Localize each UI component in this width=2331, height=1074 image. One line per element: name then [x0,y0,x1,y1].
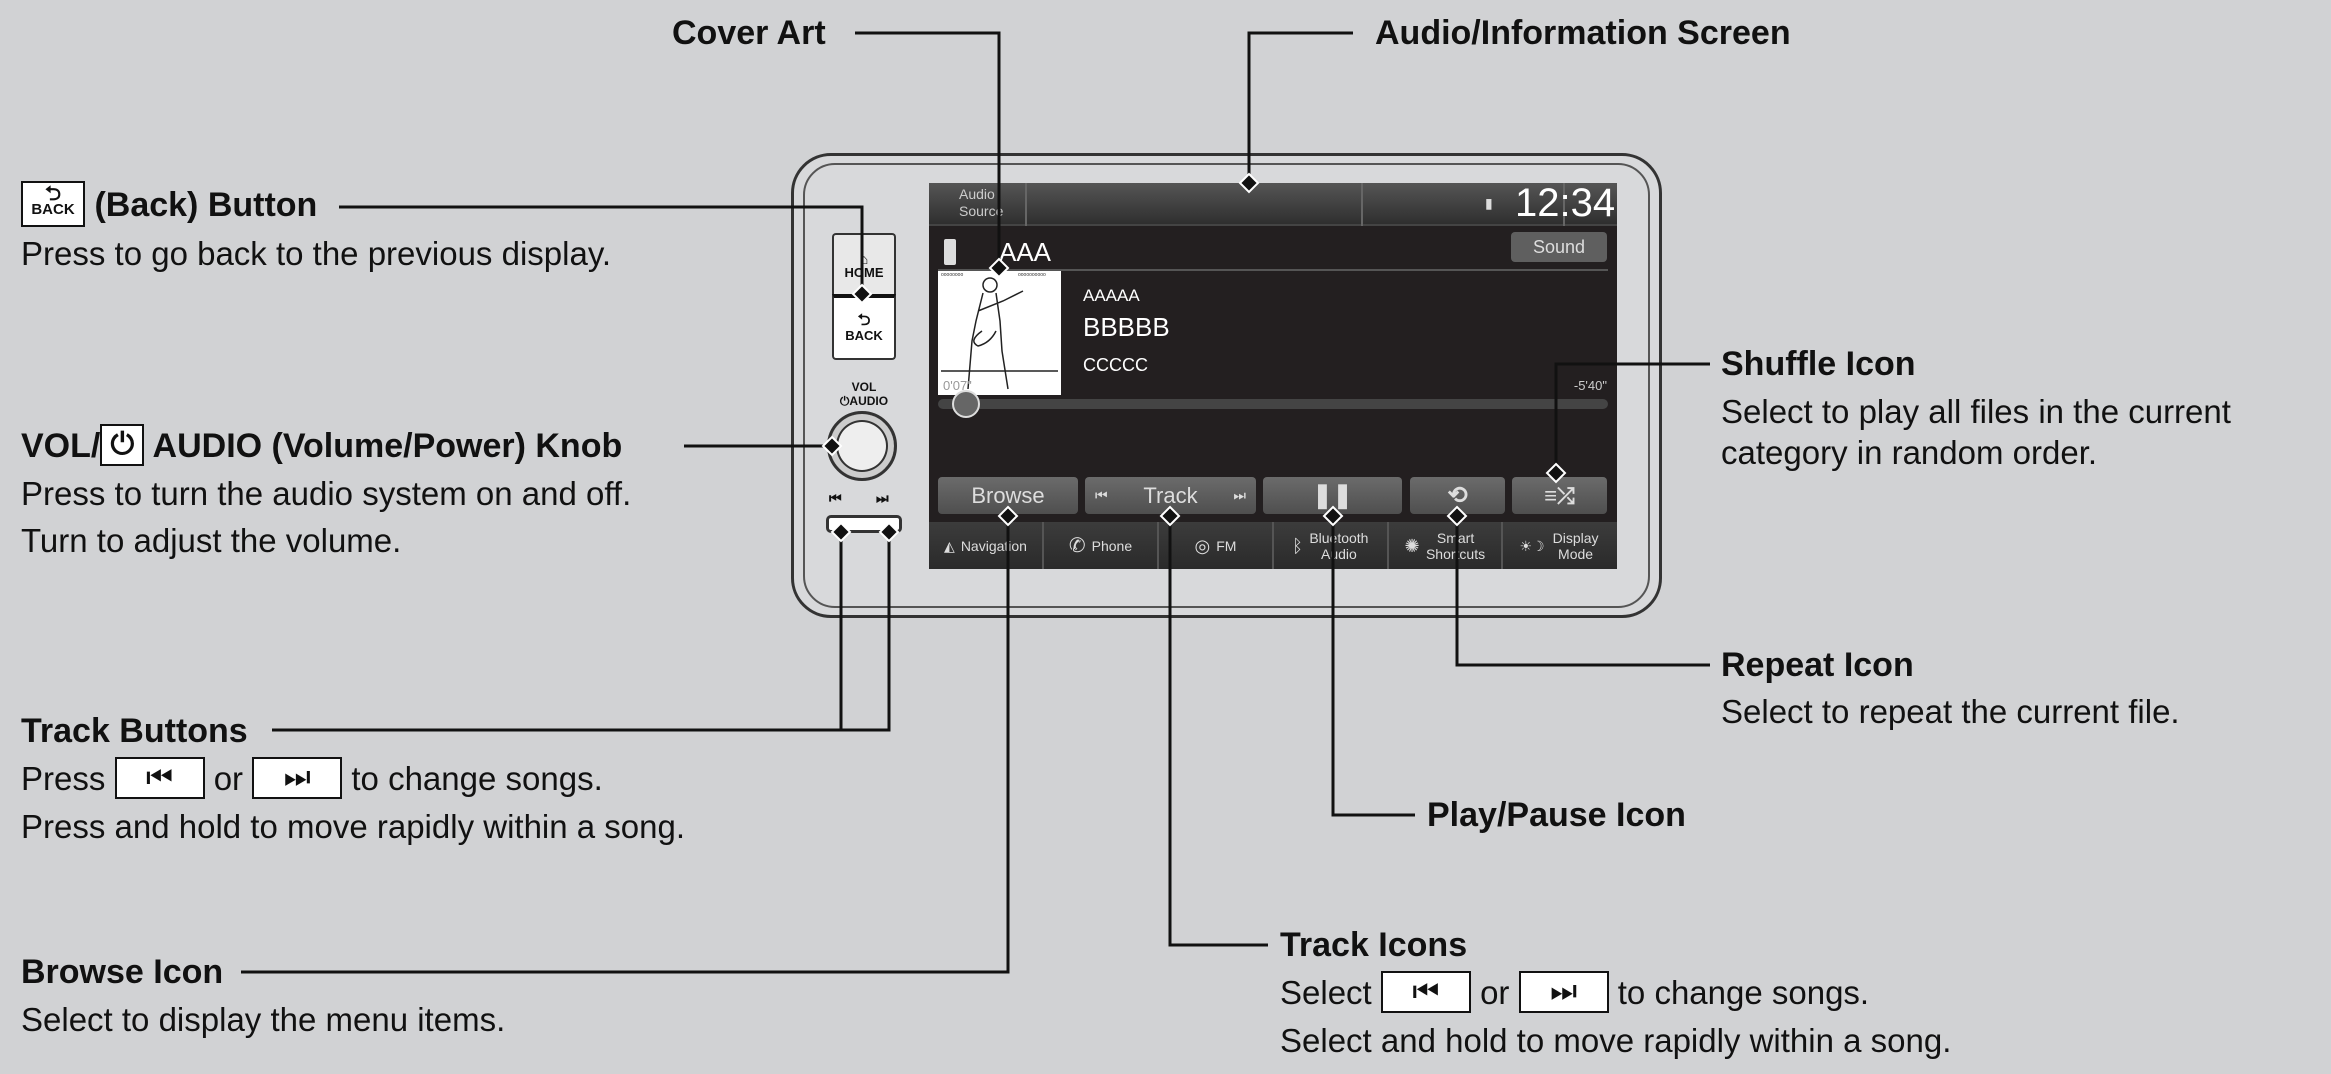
shortcuts-icon: ✺ [1404,535,1420,556]
back-icon-box: ⮌BACK [21,181,85,227]
skip-forward-icon: ⏭ [252,757,343,800]
status-segment [1027,183,1363,226]
leader-browse [241,516,1010,974]
track-icons-desc-2: Select and hold to move rapidly within a… [1280,1022,1952,1059]
back-button-label: ⮌BACK (Back) Button [21,181,317,230]
vol-knob-desc-1: Press to turn the audio system on and of… [21,475,632,512]
nav-phone[interactable]: ✆Phone [1044,522,1159,569]
bluetooth-icon: ᛒ [1292,535,1303,556]
browse-icon-label: Browse Icon [21,953,224,991]
track-next-label-icon: ⏭ [876,490,889,506]
nav-display-mode[interactable]: ☀☽Display Mode [1503,522,1617,569]
source-name: AAA [999,237,1052,267]
track-icons-desc-1: Select ⏮ or ⏭ to change songs. [1280,971,1869,1016]
vol-knob-label: VOL/⏻ AUDIO (Volume/Power) Knob [21,424,622,469]
browse-icon-desc: Select to display the menu items. [21,1001,506,1038]
cover-art-label: Cover Art [672,14,826,52]
marker-diamond [997,505,1019,527]
phone-icon: ✆ [1068,534,1086,557]
track-icons-label: Track Icons [1280,926,1468,964]
svg-text:oooooooooo: oooooooooo [1018,272,1046,278]
track-prev-label-icon: ⏮ [829,490,842,506]
divider [938,269,1608,271]
track-buttons-desc-1: Press ⏮ or ⏭ to change songs. [21,757,603,802]
vol-knob-desc-2: Turn to adjust the volume. [21,522,402,559]
shuffle-icon: ≡⤮ [1544,482,1575,508]
usb-status-icon: ▮ [1485,195,1493,211]
shuffle-icon-desc-1: Select to play all files in the current [1721,393,2231,430]
skip-back-icon[interactable]: ⏮ [1095,487,1108,503]
leader-repeat [1455,516,1710,667]
usb-source-icon [944,239,956,265]
leader-shuffle [1554,362,1710,473]
vol-label: VOL⏻AUDIO [839,380,889,408]
power-icon: ⏻ [839,394,850,408]
marker-diamond [1322,505,1344,527]
skip-back-icon: ⏮ [114,757,205,800]
repeat-icon-label: Repeat Icon [1721,646,1914,684]
elapsed-time: 0'07" [943,378,972,393]
back-button-desc: Press to go back to the previous display… [21,235,612,272]
leader-track-buttons [272,532,891,732]
progress-track[interactable] [938,399,1608,409]
marker-diamond [821,435,843,457]
nav-navigation[interactable]: ◭Navigation [929,522,1044,569]
track-title: BBBBB [1083,312,1170,342]
leader-cover-art [855,31,1001,268]
head-unit-inner-bezel [803,163,1650,608]
marker-diamond [1545,462,1567,484]
audio-source-button[interactable]: Audio Source [929,183,1027,226]
marker-diamond [988,257,1010,279]
shuffle-icon-desc-2: category in random order. [1721,434,2098,471]
album-name: AAAAA [1083,286,1140,305]
radio-icon: ◎ [1194,535,1211,556]
skip-forward-icon[interactable]: ⏭ [1233,487,1246,503]
artist-name: CCCCC [1083,355,1148,375]
marker-diamond [830,521,852,543]
nav-fm[interactable]: ◎FM [1159,522,1274,569]
sound-button[interactable]: Sound [1511,232,1607,262]
display-mode-icon: ☀☽ [1519,537,1545,554]
repeat-icon-desc: Select to repeat the current file. [1721,693,2180,730]
back-arrow-icon: ⮌ [857,312,871,329]
leader-track-icons [1168,516,1268,947]
marker-diamond [1238,172,1260,194]
pause-icon: ❚❚ [1312,482,1353,509]
progress-knob[interactable] [951,390,980,418]
skip-forward-icon: ⏭ [1518,971,1609,1014]
shuffle-button[interactable]: ≡⤮ [1512,477,1607,514]
leader-play-pause [1331,516,1415,817]
track-buttons-desc-2: Press and hold to move rapidly within a … [21,808,686,845]
audio-screen-label: Audio/Information Screen [1375,14,1791,52]
shuffle-icon-label: Shuffle Icon [1721,345,1916,383]
power-icon: ⏻ [100,424,145,467]
remaining-time: -5'40" [1573,378,1607,393]
home-icon: ⌂ [859,251,869,267]
status-segment [1363,183,1565,226]
marker-diamond [1446,505,1468,527]
home-button[interactable]: ⌂ HOME [832,233,896,295]
skip-back-icon: ⏮ [1380,971,1471,1014]
clock: 12:34 [1515,183,1616,225]
marker-diamond [878,521,900,543]
back-arrow-icon: ⮌ [44,183,62,205]
leader-audio-screen [1247,31,1353,183]
marker-diamond [1159,505,1181,527]
leader-back [339,205,864,294]
play-pause-icon-label: Play/Pause Icon [1427,796,1686,834]
svg-text:oooooooo: oooooooo [941,272,963,278]
marker-diamond [851,283,873,305]
status-bar: Audio Source ▮ 12:34 [929,183,1617,226]
compass-icon: ◭ [944,537,955,554]
repeat-icon: ⟲ [1447,482,1468,509]
track-buttons-label: Track Buttons [21,712,248,750]
